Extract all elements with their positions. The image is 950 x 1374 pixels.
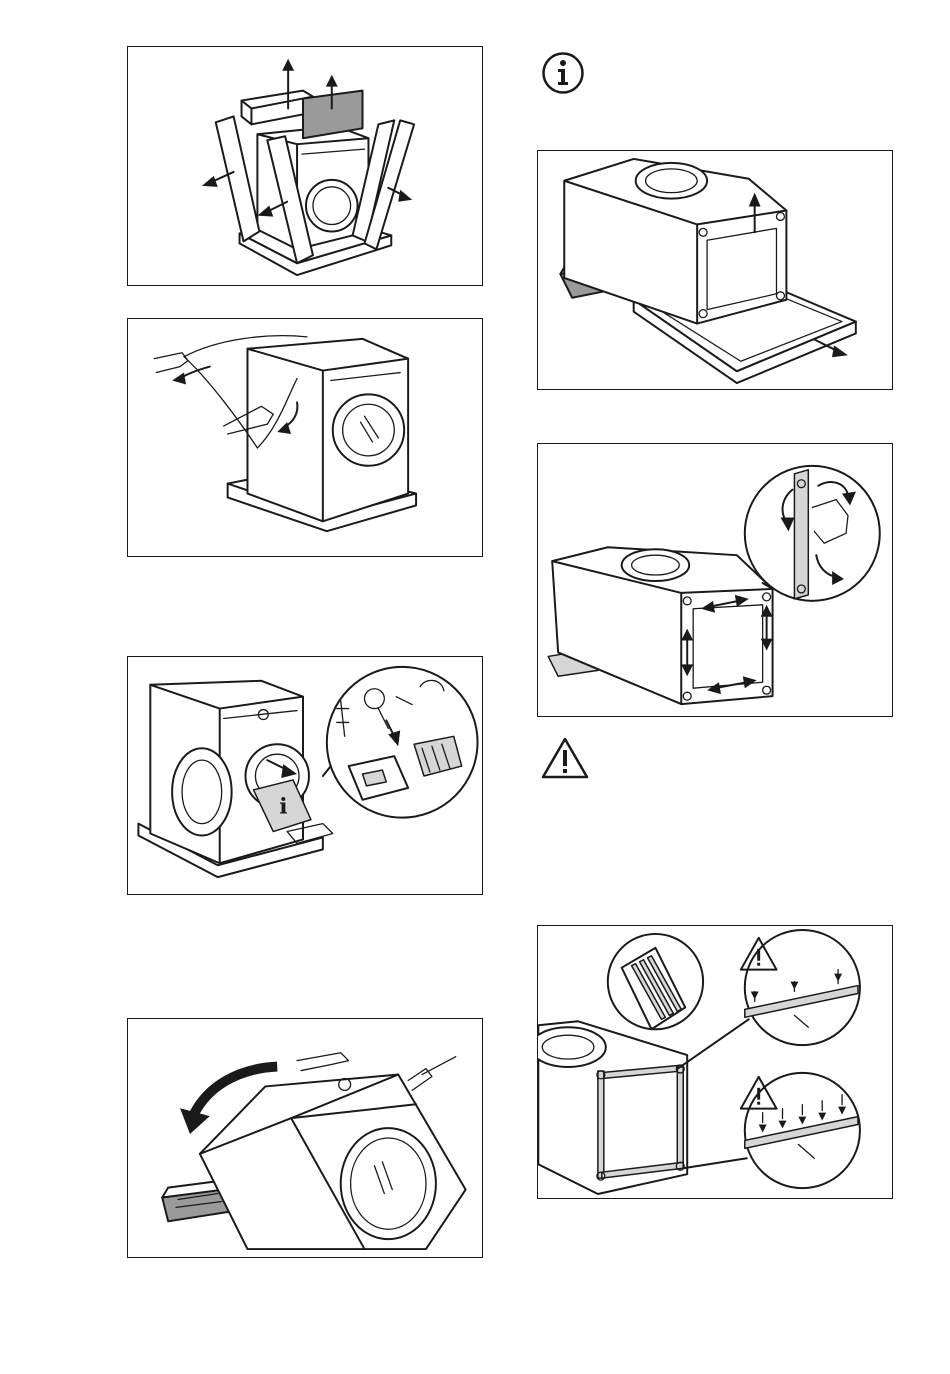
bag-info-glyph: i	[279, 795, 287, 820]
frame-fixing-illustration	[538, 444, 892, 716]
tilt-machine-panel	[127, 1018, 483, 1258]
remove-packaging-panel	[127, 46, 483, 286]
remove-base-panel	[537, 150, 893, 390]
adhesive-strips-panel	[537, 925, 893, 1199]
accessories-bag-panel: i	[127, 656, 483, 895]
info-icon	[541, 51, 585, 95]
base-removal-illustration	[538, 151, 892, 389]
packaging-removal-illustration	[128, 47, 482, 285]
fix-frame-panel	[537, 443, 893, 717]
adhesive-strips-illustration	[538, 926, 892, 1198]
tilt-appliance-illustration	[128, 1019, 482, 1257]
accessories-bag-illustration: i	[128, 657, 482, 894]
remove-plastic-cover-panel	[127, 318, 483, 557]
warning-triangle-icon	[540, 736, 590, 780]
plastic-cover-removal-illustration	[128, 319, 482, 556]
